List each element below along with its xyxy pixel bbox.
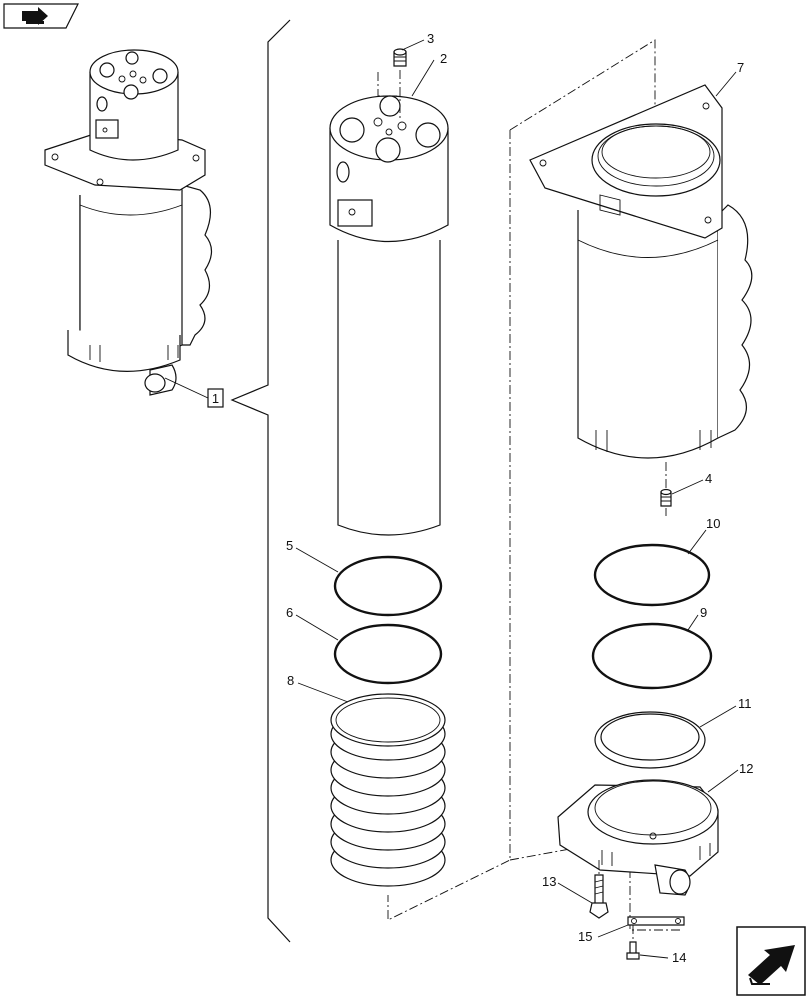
plug-4 [660,462,672,516]
callout-13: 13 [542,874,556,889]
callout-10: 10 [706,516,720,531]
callout-6: 6 [286,605,293,620]
o-ring-10 [593,543,711,607]
o-ring-9 [591,622,713,690]
callout-3: 3 [427,31,434,46]
callout-14: 14 [672,950,686,965]
housing-7 [529,84,753,459]
screw-14 [626,925,640,960]
o-ring-5 [333,555,443,617]
callout-12: 12 [739,761,753,776]
callout-7: 7 [737,60,744,75]
ring-11 [594,711,706,769]
callout-2: 2 [440,51,447,66]
callout-15: 15 [578,929,592,944]
callout-1: 1 [207,388,224,408]
exploded-view-bracket [230,19,291,943]
guide-line-bottom [509,837,680,931]
assembled-swivel-joint [44,49,213,399]
seal-stack-8 [330,693,446,887]
o-ring-6 [333,623,443,685]
callout-4: 4 [705,471,712,486]
next-page-arrow-icon[interactable] [736,926,806,996]
cover-12 [557,779,719,896]
leader-lines [295,39,739,959]
guide-line-middle [387,130,511,921]
plate-15 [627,916,685,926]
callout-5: 5 [286,538,293,553]
bolt-13 [589,860,609,919]
plug-3 [393,48,407,67]
callout-9: 9 [700,605,707,620]
callout-8: 8 [287,673,294,688]
swivel-core [329,70,449,536]
callout-11: 11 [738,696,752,711]
svg-text:1: 1 [212,391,219,406]
book-arrow-icon[interactable] [3,3,79,29]
